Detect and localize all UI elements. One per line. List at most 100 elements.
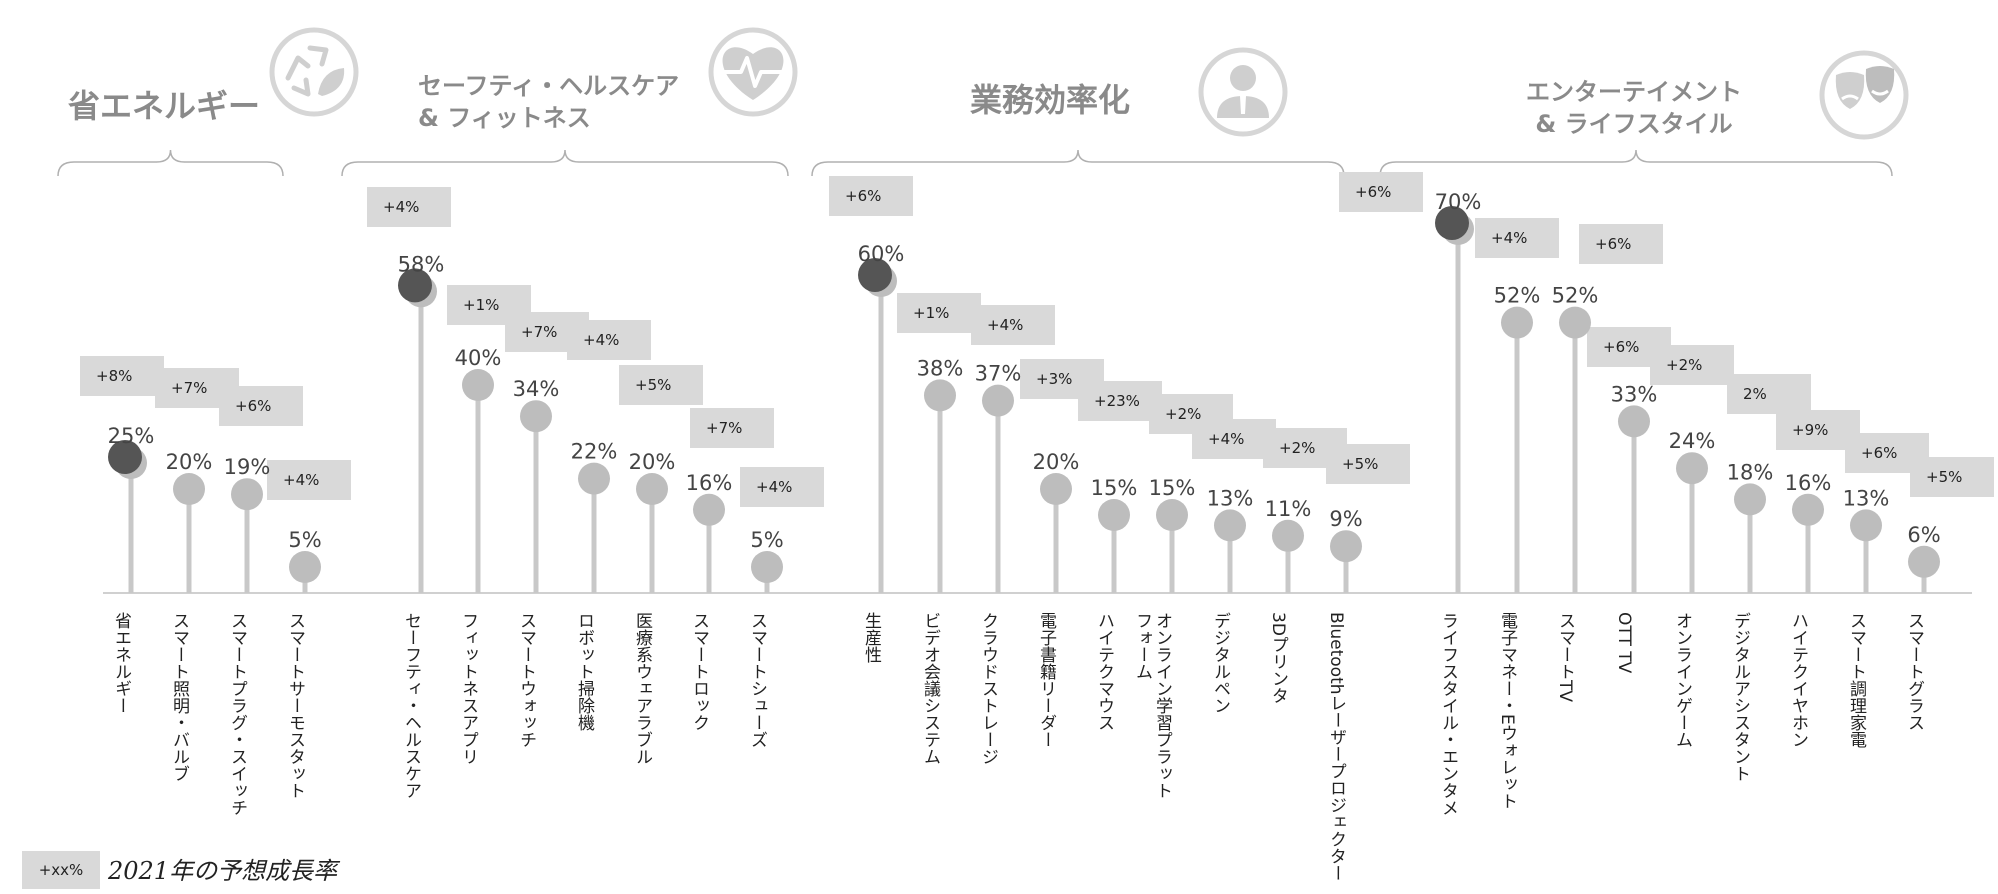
value-label: 5% [750, 528, 783, 552]
value-label: 20% [1033, 450, 1080, 474]
growth-label: +23% [1094, 392, 1140, 410]
legend-text: 2021年の予想成長率 [107, 857, 341, 885]
growth-box [740, 467, 824, 507]
value-label: 16% [1785, 471, 1832, 495]
dot [1676, 452, 1708, 485]
group-brace [1379, 149, 1893, 177]
growth-label: +5% [1926, 468, 1962, 486]
x-label: スマート調理家電 [1846, 612, 1867, 748]
value-label: 24% [1669, 429, 1716, 453]
x-label: フィットネスアプリ [458, 612, 478, 765]
value-labels: 25%20%19%5%58%40%34%22%20%16%5%60%38%37%… [108, 190, 1941, 552]
value-label: 70% [1435, 190, 1482, 214]
value-label: 18% [1727, 460, 1774, 484]
growth-box [1650, 345, 1734, 385]
growth-label: +7% [171, 379, 207, 397]
x-label: スマート照明・バルブ [169, 612, 190, 782]
group-braces [57, 149, 1893, 177]
growth-label: +2% [1279, 439, 1315, 457]
legend: +xx% 2021年の予想成長率 [22, 851, 341, 889]
value-label: 37% [975, 362, 1022, 386]
value-label: 13% [1207, 486, 1254, 510]
growth-label: +9% [1792, 421, 1828, 439]
growth-box [829, 176, 913, 216]
x-label: 電子マネー・Eウォレット [1497, 612, 1518, 810]
growth-label: +8% [96, 367, 132, 385]
dot [578, 462, 610, 495]
growth-label: +7% [521, 323, 557, 341]
growth-boxes: +8%+7%+6%+4%+4%+1%+7%+4%+5%+7%+4%+6%+1%+… [80, 172, 1994, 507]
growth-label: +7% [706, 419, 742, 437]
dot [1559, 306, 1591, 339]
value-label: 34% [513, 377, 560, 401]
growth-label: +4% [1208, 430, 1244, 448]
dot [289, 551, 321, 583]
group-title: & ライフスタイル [1535, 110, 1732, 138]
dot [1618, 405, 1650, 438]
value-label: 20% [166, 450, 213, 474]
x-label: Bluetoothレーザープロジェクター [1326, 612, 1346, 882]
x-label: スマートプラグ・スイッチ [227, 612, 247, 816]
dot [1272, 519, 1304, 552]
x-label: デジタルアシスタント [1730, 612, 1750, 782]
dot [1040, 473, 1072, 505]
growth-label: +4% [283, 471, 319, 489]
dot [693, 493, 725, 526]
growth-box [1910, 457, 1994, 497]
value-label: 25% [108, 424, 155, 448]
legend-box-label: +xx% [39, 861, 84, 879]
group-brace [341, 149, 789, 177]
x-label: オンラインゲーム [1672, 612, 1692, 748]
growth-label: +5% [1342, 455, 1378, 473]
x-label: 3Dプリンタ [1268, 612, 1288, 704]
value-label: 38% [917, 356, 964, 380]
dot [982, 384, 1014, 417]
dot [173, 473, 205, 505]
growth-label: +4% [583, 331, 619, 349]
value-label: 60% [858, 242, 905, 266]
value-label: 13% [1843, 486, 1890, 510]
x-label: デジタルペン [1210, 612, 1230, 714]
dot [1330, 530, 1362, 563]
group-icons [269, 27, 1909, 140]
growth-label: +4% [756, 478, 792, 496]
dot [1850, 509, 1882, 542]
value-label: 33% [1611, 382, 1658, 406]
growth-box [1727, 374, 1811, 414]
x-label: スマートウォッチ [516, 612, 536, 748]
growth-label: +2% [1165, 405, 1201, 423]
value-label: 58% [398, 252, 445, 276]
growth-box [690, 408, 774, 448]
dot [1098, 499, 1130, 531]
highlight-dot [1435, 206, 1469, 240]
x-label: 生産性 [861, 612, 882, 663]
group-title: 業務効率化 [970, 81, 1130, 119]
businessman-icon [1198, 47, 1288, 137]
value-label: 16% [686, 471, 733, 495]
growth-label: +6% [1603, 338, 1639, 356]
x-label: ハイテクマウス [1094, 612, 1114, 731]
group-titles: 省エネルギーセーフティ・ヘルスケア& フィットネス業務効率化エンターテイメント&… [68, 72, 1742, 138]
x-label: オンライン学習プラット [1152, 612, 1172, 799]
highlight-dot [858, 258, 892, 292]
value-label: 9% [1329, 507, 1362, 531]
x-label: スマートグラス [1904, 612, 1924, 731]
dot [1214, 509, 1246, 542]
value-label: 15% [1149, 476, 1196, 500]
dot [1156, 499, 1188, 531]
dot [1908, 545, 1940, 578]
dot [462, 369, 494, 401]
growth-label: +4% [383, 198, 419, 216]
x-label: ビデオ会議システム [920, 612, 941, 765]
growth-label: +4% [1491, 229, 1527, 247]
growth-box [567, 320, 651, 360]
growth-label: +5% [635, 376, 671, 394]
growth-box [1078, 381, 1162, 421]
value-label: 19% [224, 455, 271, 479]
x-label: セーフティ・ヘルスケア [401, 612, 421, 799]
growth-label: +2% [1666, 356, 1702, 374]
growth-box [1579, 224, 1663, 264]
group-brace [811, 149, 1345, 177]
value-label: 20% [629, 450, 676, 474]
growth-box [267, 460, 351, 500]
